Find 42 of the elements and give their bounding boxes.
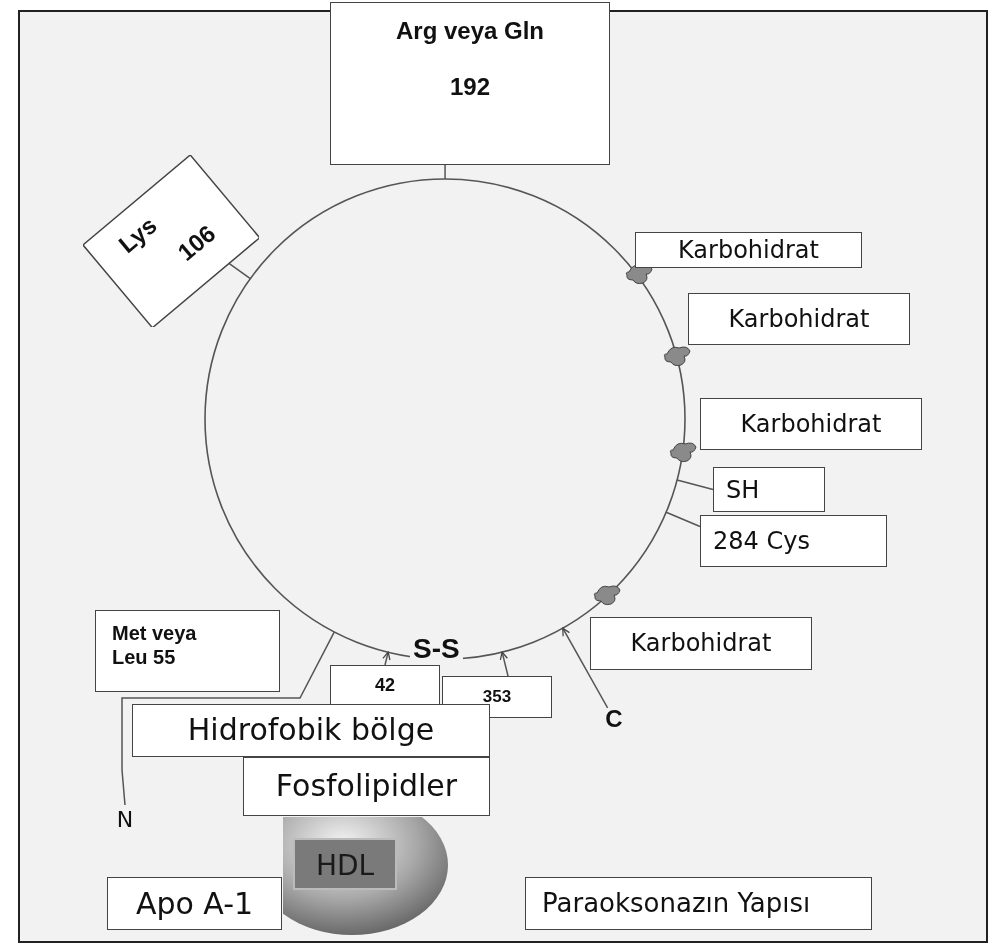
hdl-particle: [283, 817, 448, 935]
label-box: [525, 877, 872, 930]
label-text: 284 Cys: [713, 527, 810, 556]
hdl-label-box: [293, 838, 397, 890]
arrow: [382, 651, 391, 666]
label-text: 42: [374, 675, 396, 697]
label-text: 106: [171, 218, 222, 269]
connector-line: [444, 164, 446, 180]
arrow: [499, 651, 509, 677]
label-box: [132, 704, 490, 757]
label-text: SH: [726, 476, 760, 505]
label-text: Apo A-1: [134, 886, 255, 922]
connector-line: [665, 511, 701, 528]
connector-line: [227, 262, 252, 280]
label-box: [107, 877, 282, 930]
label-text: Karbohidrat: [739, 410, 883, 439]
label-box: [700, 515, 887, 567]
label-box: [700, 398, 922, 450]
connector-line: [676, 479, 714, 491]
label-text: N: [115, 807, 135, 834]
label-text: Paraoksonazın Yapısı: [542, 888, 811, 920]
label-box: [330, 2, 610, 165]
connector-line: [121, 631, 336, 806]
label-text: Karbohidrat: [677, 236, 820, 265]
label-text: Arg veya Gln: [394, 17, 546, 46]
label-text: 353: [481, 687, 513, 708]
label-text: Karbohidrat: [629, 629, 773, 658]
label-text: HDL: [314, 849, 376, 883]
label-text: Lys: [111, 210, 163, 261]
label-text: Fosfolipidler: [274, 768, 459, 804]
label-text: 192: [448, 73, 491, 102]
label-box: [243, 757, 490, 816]
label-box: [713, 467, 825, 512]
label-box: [688, 293, 910, 345]
label-box: [635, 232, 862, 268]
label-box: [590, 617, 812, 670]
label-text: Hidrofobik bölge: [186, 712, 436, 748]
label-text: Met veya Leu 55: [112, 621, 198, 669]
label-text: Karbohidrat: [727, 305, 871, 334]
label-text: C: [604, 705, 624, 734]
label-box: [95, 610, 280, 692]
arrow: [562, 627, 609, 709]
